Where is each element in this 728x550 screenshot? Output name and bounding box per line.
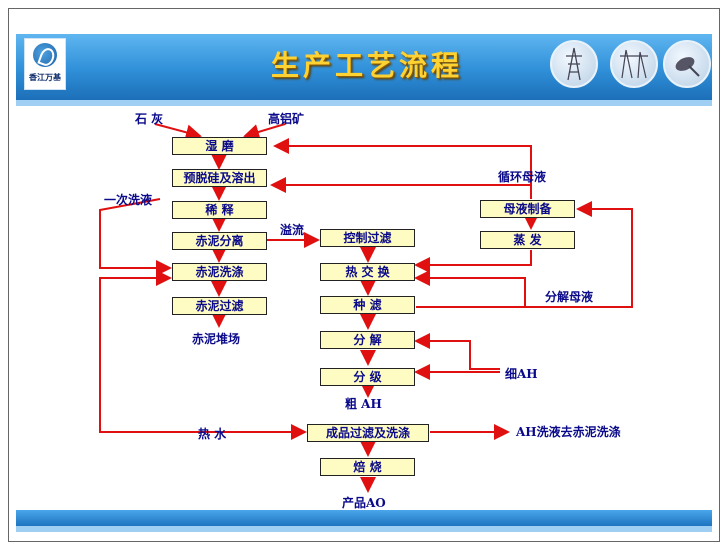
label-lime: 石 灰	[135, 112, 164, 126]
label-red-mud-yard: 赤泥堆场	[192, 332, 241, 346]
node-classification: 分 级	[320, 368, 415, 386]
node-mother-liquor-prep: 母液制备	[480, 200, 575, 218]
label-product: 产品AO	[342, 496, 386, 510]
logo-icon	[33, 43, 57, 67]
satellite-dish-icon	[663, 40, 711, 88]
node-evaporation: 蒸 发	[480, 231, 575, 249]
node-red-mud-washing: 赤泥洗涤	[172, 263, 267, 281]
label-ah-wash: AH洗液去赤泥洗涤	[516, 425, 621, 439]
node-calcination: 焙 烧	[320, 458, 415, 476]
node-dilution: 稀 释	[172, 201, 267, 219]
node-wet-grinding: 湿 磨	[172, 137, 267, 155]
node-predesilication: 预脱硅及溶出	[172, 169, 267, 187]
node-red-mud-filtration: 赤泥过滤	[172, 297, 267, 315]
node-heat-exchange: 热 交 换	[320, 263, 415, 281]
node-control-filtration: 控制过滤	[320, 229, 415, 247]
node-seed-filtration: 种 滤	[320, 296, 415, 314]
label-overflow: 溢流	[280, 223, 305, 237]
page-title: 生产工艺流程	[270, 49, 463, 82]
node-red-mud-separation: 赤泥分离	[172, 232, 267, 250]
header-strip	[16, 100, 712, 106]
company-logo: 香江万基	[24, 38, 66, 90]
label-fine-ah: 细AH	[505, 367, 538, 381]
logo-text: 香江万基	[29, 72, 61, 82]
power-line-icon	[610, 40, 658, 88]
footer-bar	[16, 510, 712, 526]
label-hot-water: 热 水	[198, 427, 227, 441]
label-spent-liquor: 分解母液	[545, 290, 594, 304]
label-first-wash: 一次洗液	[104, 193, 153, 207]
node-decomposition: 分 解	[320, 331, 415, 349]
node-product-filtration: 成品过滤及洗涤	[307, 424, 429, 442]
power-tower-icon	[550, 40, 598, 88]
label-coarse-ah: 粗 AH	[345, 397, 382, 411]
label-recycle-liquor: 循环母液	[498, 170, 547, 184]
label-bauxite: 高铝矿	[268, 112, 305, 126]
footer-strip	[16, 526, 712, 532]
